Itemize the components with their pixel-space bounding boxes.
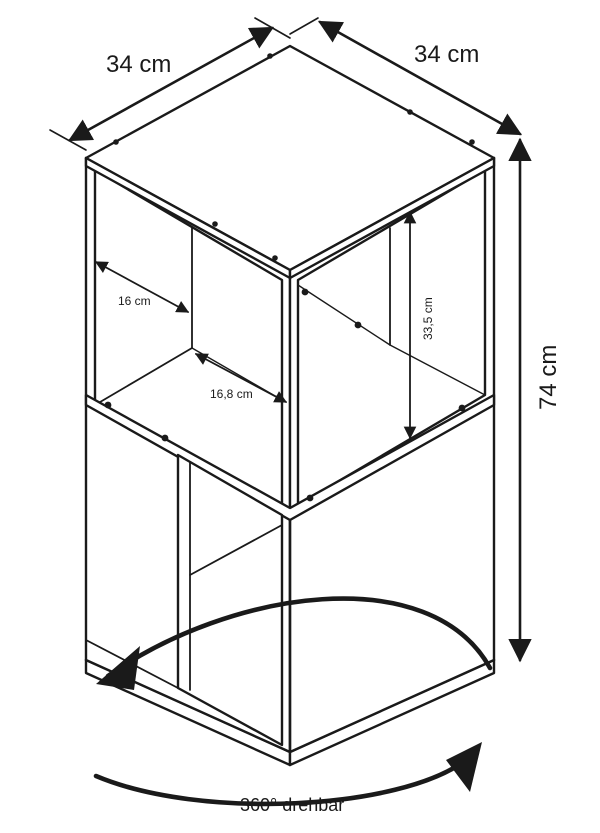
dimension-top-right <box>289 17 523 136</box>
height-label: 74 cm <box>535 345 562 410</box>
rotation-arrow-lower <box>93 742 482 807</box>
width-label-right: 34 cm <box>414 41 479 68</box>
dimension-top-left <box>49 17 291 151</box>
rotation-label: 360° drehbar <box>240 795 344 815</box>
inner-height-label: 33,5 cm <box>421 297 435 340</box>
arrowhead-right <box>446 742 482 792</box>
arrowhead-left <box>96 646 140 690</box>
inner-depth-label: 16 cm <box>118 294 151 308</box>
width-label-left: 34 cm <box>106 51 171 78</box>
dimension-inner-depth <box>94 261 190 313</box>
rotation-arrow-upper <box>96 596 493 690</box>
dimension-inner-width <box>194 353 288 403</box>
inner-width-label: 16,8 cm <box>210 387 253 401</box>
